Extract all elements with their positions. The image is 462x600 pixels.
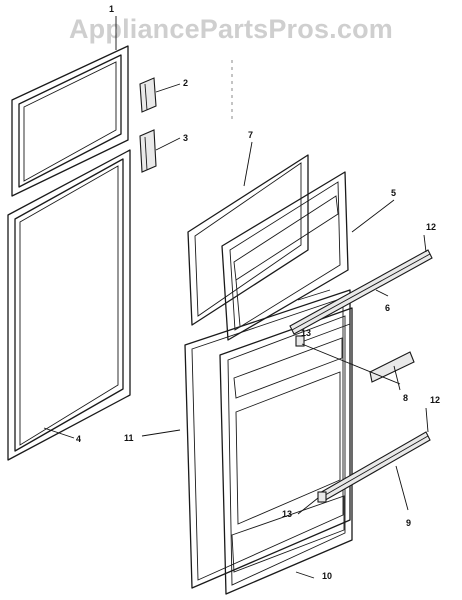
callout-5: 5 <box>391 188 396 198</box>
part-13-lower-clip <box>317 491 327 503</box>
part-5-freezer-door-liner <box>221 171 349 341</box>
callout-1: 1 <box>109 4 114 14</box>
callout-labels: 1 2 3 4 5 6 7 8 9 10 11 12 12 13 13 <box>76 4 440 581</box>
callout-7: 7 <box>248 130 253 140</box>
part-10-fresh-food-door-liner <box>219 307 353 595</box>
callout-3: 3 <box>183 133 188 143</box>
callout-6: 6 <box>385 303 390 313</box>
callout-8: 8 <box>403 393 408 403</box>
callout-2: 2 <box>183 78 188 88</box>
part-4-fresh-food-door-gasket <box>7 149 131 461</box>
part-7-freezer-gasket-right <box>187 154 309 326</box>
callout-10: 10 <box>322 571 332 581</box>
leader-lines <box>43 16 429 579</box>
callout-9: 9 <box>406 518 411 528</box>
part-1-freezer-door-gasket <box>11 45 129 197</box>
callout-11: 11 <box>124 433 134 443</box>
callout-13-lower: 13 <box>282 509 292 519</box>
callout-4: 4 <box>76 434 81 444</box>
callout-12-upper: 12 <box>426 222 436 232</box>
part-11-fresh-food-gasket-right <box>184 289 351 589</box>
part-13-upper-clip <box>295 335 305 347</box>
part-8-small-shelf <box>369 351 415 383</box>
callout-13-upper: 13 <box>301 328 311 338</box>
part-3-handle-trim <box>139 129 157 173</box>
callout-12-lower: 12 <box>430 395 440 405</box>
part-13-clips <box>295 335 327 503</box>
part-6-door-shelf-bar <box>289 249 433 335</box>
part-9-door-shelf-bar <box>317 431 431 503</box>
part-2-handle-trim <box>139 77 157 113</box>
